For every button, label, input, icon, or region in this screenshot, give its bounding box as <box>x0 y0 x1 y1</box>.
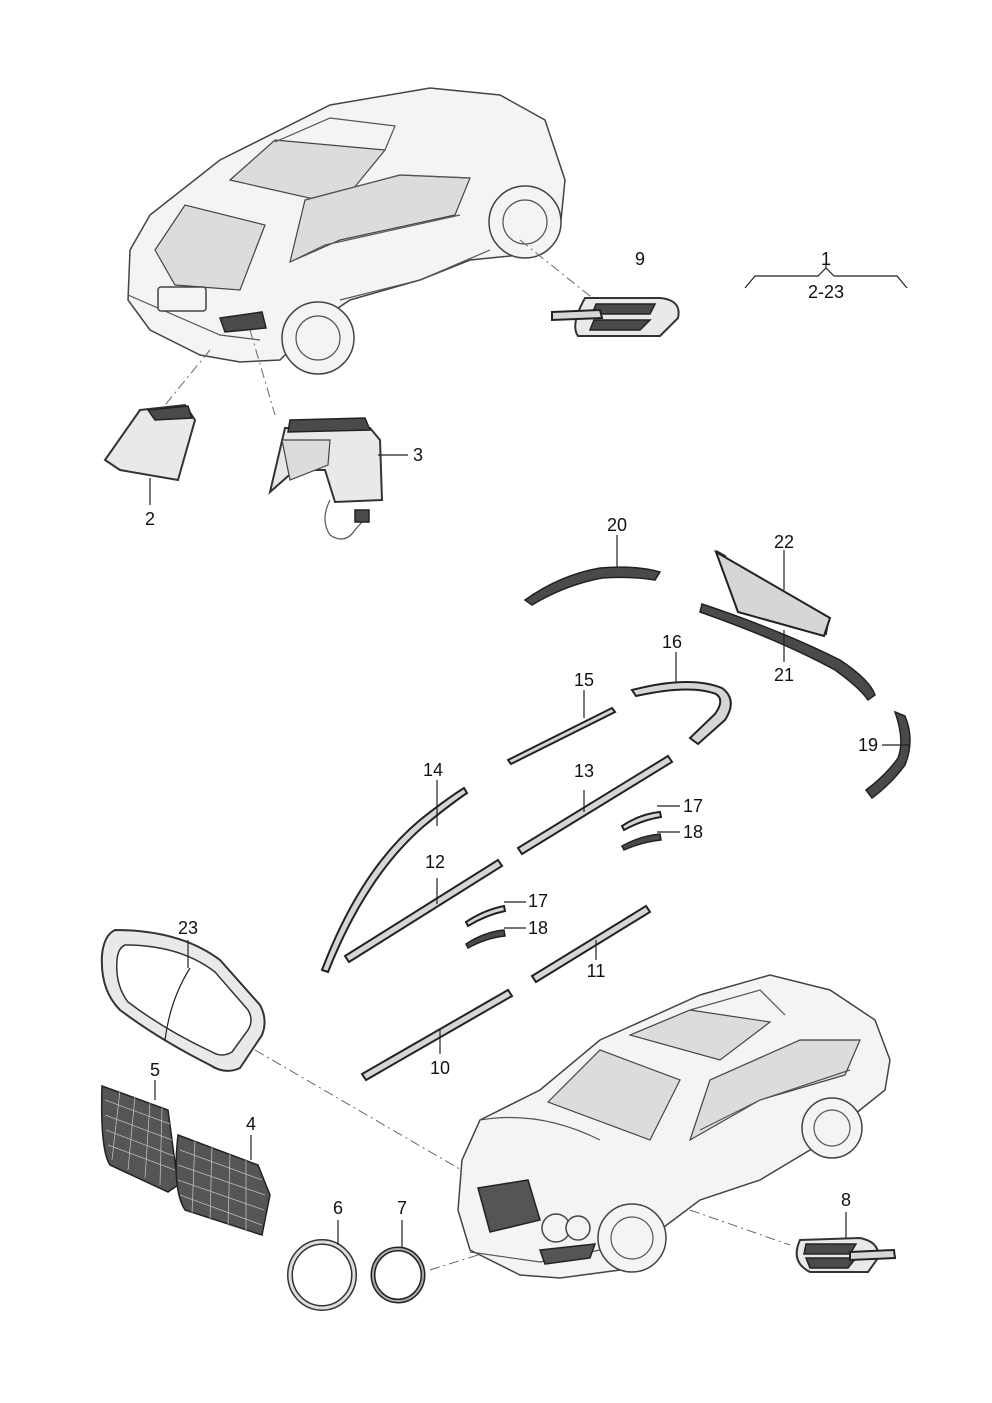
part-11-trim <box>530 904 652 984</box>
part-9-side-vent <box>551 297 680 337</box>
label-1: 1 <box>821 249 831 269</box>
part-23-grille-frame <box>100 928 266 1072</box>
part-4-grille-mesh <box>175 1133 271 1236</box>
part-8-side-vent <box>795 1212 897 1273</box>
label-15: 15 <box>574 670 594 690</box>
part-14-trim <box>320 780 469 974</box>
part-16-trim <box>630 652 732 746</box>
label-7: 7 <box>397 1198 407 1218</box>
part-6-ring <box>287 1220 357 1311</box>
label-13: 13 <box>574 761 594 781</box>
label-8: 8 <box>841 1190 851 1210</box>
part-22-window-frame <box>714 549 832 638</box>
label-17-lower: 17 <box>528 891 548 911</box>
label-22: 22 <box>774 532 794 552</box>
part-12-trim <box>343 858 504 964</box>
front-car-illustration <box>457 974 891 1279</box>
ref-line-23 <box>254 1049 471 1176</box>
part-18b-trim <box>465 927 526 950</box>
label-9: 9 <box>635 249 645 269</box>
label-23: 23 <box>178 918 198 938</box>
label-10: 10 <box>430 1058 450 1078</box>
part-13-trim <box>516 754 674 856</box>
part-7-ring <box>370 1220 426 1304</box>
label-16: 16 <box>662 632 682 652</box>
part-17a-trim <box>620 805 680 832</box>
ref-line-3 <box>249 329 276 416</box>
part-17b-trim <box>464 901 526 928</box>
label-3: 3 <box>413 445 423 465</box>
part-18a-trim <box>621 831 680 851</box>
part-21-trim <box>699 603 876 702</box>
label-18-upper: 18 <box>683 822 703 842</box>
label-5: 5 <box>150 1060 160 1080</box>
label-11: 11 <box>587 961 606 981</box>
label-6: 6 <box>333 1198 343 1218</box>
ref-line-8 <box>689 1209 791 1246</box>
part-19-trim <box>864 710 911 800</box>
part-1-group-bracket <box>744 262 908 289</box>
label-14: 14 <box>423 760 443 780</box>
rear-car-illustration <box>127 87 566 375</box>
ref-line-9 <box>519 239 596 301</box>
part-10-trim <box>360 988 514 1082</box>
label-1-range: 2-23 <box>808 282 844 302</box>
part-15-trim <box>506 690 617 766</box>
label-20: 20 <box>607 515 627 535</box>
part-3-tail-lamp <box>268 417 408 540</box>
label-19: 19 <box>858 735 878 755</box>
label-2: 2 <box>145 509 155 529</box>
label-17-upper: 17 <box>683 796 703 816</box>
ref-line-2 <box>164 349 211 406</box>
part-5-grille-mesh <box>100 1080 179 1193</box>
label-18-lower: 18 <box>528 918 548 938</box>
label-4: 4 <box>246 1114 256 1134</box>
label-12: 12 <box>425 852 445 872</box>
part-20-trim <box>523 535 662 606</box>
label-21: 21 <box>774 665 794 685</box>
part-2-tail-lamp <box>103 403 197 505</box>
